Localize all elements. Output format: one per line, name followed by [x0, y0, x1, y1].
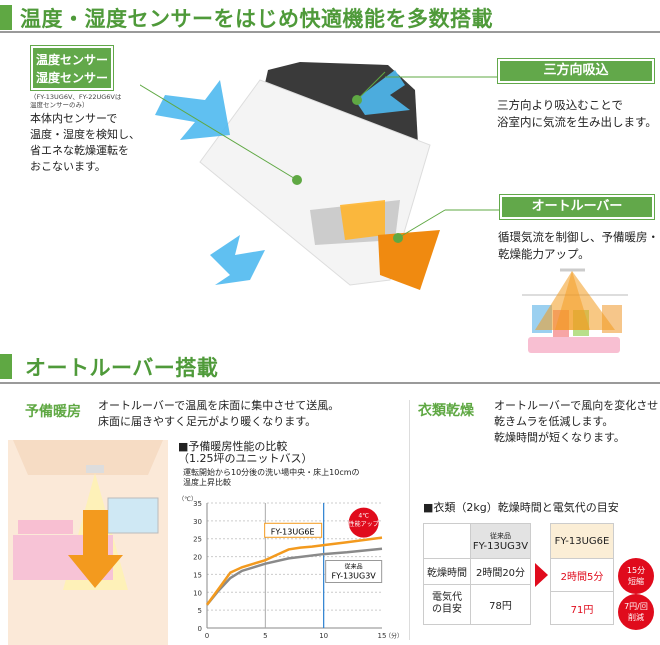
desc-line: 温度・湿度を検知し、 — [30, 128, 140, 141]
x-tick-label: 10 — [319, 632, 328, 640]
chart-subtitle: 温度上昇比較 — [183, 478, 231, 487]
old-time: 2時間20分 — [470, 558, 531, 585]
orange-arrow-icon — [68, 510, 123, 588]
y-tick-label: 30 — [193, 518, 202, 526]
new-time: 2時間5分 — [550, 558, 614, 592]
point-marker — [352, 95, 362, 105]
chart-title-line: （1.25坪のユニットバス） — [178, 452, 313, 465]
point-marker — [292, 175, 302, 185]
new-cost: 71円 — [550, 591, 614, 625]
y-tick-label: 25 — [193, 536, 202, 544]
louver-label: オートルーバー — [500, 195, 654, 219]
y-tick-label: 20 — [193, 554, 202, 562]
drying-label: 衣類乾燥 — [418, 403, 474, 419]
sensor-label-line: 湿度センサー — [35, 71, 108, 85]
leader-line — [140, 84, 298, 181]
sensor-description: 本体内センサーで 温度・湿度を検知し、 省エネな乾燥運転を おこないます。 — [30, 111, 140, 175]
chart-subtitle: 運転開始から10分後の洗い場中央・床上10cmの — [183, 468, 360, 477]
note-line: 温度センサーのみ） — [30, 101, 89, 109]
badge-text: 削減 — [628, 613, 644, 622]
intake-label: 三方向吸込 — [498, 59, 654, 83]
column-divider — [409, 400, 410, 640]
desc-line: 本体内センサーで — [30, 112, 118, 125]
bathroom-illustration — [8, 440, 168, 645]
x-tick-label: 5 — [263, 632, 267, 640]
old-cost: 78円 — [470, 583, 531, 626]
annotation-bubble — [348, 507, 379, 538]
badge-text: 7円/回 — [624, 602, 648, 611]
table-title: ■衣類（2kg）乾燥時間と電気代の目安 — [423, 501, 619, 514]
old-prefix: 従来品 — [490, 531, 511, 540]
time-saving-badge: 15分短縮 — [618, 558, 654, 594]
drying-description: オートルーバーで風向を変化させ 乾きムラを低減します。 乾燥時間が短くなります。 — [494, 398, 658, 446]
title-marker — [0, 354, 12, 379]
louver-description: 循環気流を制御し、予備暖房・ 乾燥能力アップ。 — [498, 229, 659, 263]
y-axis-label: （℃） — [178, 496, 197, 503]
sensor-label: 温度センサー 湿度センサー — [31, 46, 113, 90]
y-tick-label: 10 — [193, 589, 202, 597]
cost-saving-badge: 7円/回削減 — [618, 594, 654, 630]
y-tick-label: 35 — [193, 500, 202, 508]
drying-illustration — [522, 268, 628, 353]
legend-label-new: FY-13UG6E — [271, 527, 315, 536]
x-tick-label: 15 — [378, 632, 387, 640]
legend-box-old — [325, 560, 383, 583]
divider — [0, 31, 660, 33]
blue-arrow-icon — [210, 235, 265, 285]
x-axis-label: （分） — [385, 632, 403, 640]
desc-line: おこないます。 — [30, 160, 106, 173]
divider — [0, 382, 660, 384]
sensor-label-line: 温度センサー — [35, 53, 108, 67]
heating-description: オートルーバーで温風を床面に集中させて送風。 床面に届きやすく足元がより暖くなり… — [98, 398, 339, 430]
sensor-note: （FY-13UG6V、FY-22UG6Vは 温度センサーのみ） — [30, 93, 121, 109]
section1-title: 温度・湿度センサーをはじめ快適機能を多数搭載 — [20, 7, 493, 31]
row-label: 乾燥時間 — [423, 558, 471, 585]
desc-line: 床面に届きやすく足元がより暖くなります。 — [98, 415, 317, 428]
desc-line: 乾きムラを低減します。 — [494, 415, 614, 428]
annotation-text: 4℃ — [358, 512, 369, 519]
badge-text: 短縮 — [628, 577, 644, 586]
row-label: 電気代の目安 — [423, 583, 471, 626]
warm-air — [340, 200, 385, 240]
blue-arrow-icon — [155, 80, 230, 140]
desc-line: オートルーバーで温風を床面に集中させて送風。 — [98, 399, 340, 412]
badge-text: 15分 — [626, 566, 646, 575]
desc-line: 循環気流を制御し、予備暖房・ — [498, 230, 659, 244]
blue-arrow-icon — [355, 70, 410, 115]
desc-line: オートルーバーで風向を変化させ — [494, 399, 659, 412]
new-model-table: FY-13UG6E 2時間5分 71円 — [550, 523, 614, 625]
y-tick-label: 15 — [193, 571, 202, 579]
arrow-right-icon — [535, 563, 548, 587]
desc-line: 乾燥時間が短くなります。 — [494, 431, 625, 444]
intake-description: 三方向より吸込むことで 浴室内に気流を生み出します。 — [497, 97, 657, 131]
series-line — [206, 547, 383, 606]
orange-arrow-icon — [378, 230, 440, 290]
series-line — [205, 536, 383, 606]
desc-line: 乾燥能力アップ。 — [498, 247, 590, 261]
desc-line: 三方向より吸込むことで — [497, 98, 623, 112]
new-model-header: FY-13UG6E — [550, 523, 614, 559]
chart-title-line: ■予備暖房性能の比較 — [178, 440, 288, 453]
leader-lines — [385, 76, 500, 239]
chart-title: ■予備暖房性能の比較 （1.25坪のユニットバス） 運転開始から10分後の洗い場… — [178, 441, 360, 488]
y-tick-label: 5 — [198, 607, 202, 615]
heating-label: 予備暖房 — [25, 404, 81, 420]
legend-label-old: FY-13UG3V — [332, 572, 377, 581]
legend-box-new — [264, 522, 323, 538]
note-line: （FY-13UG6V、FY-22UG6Vは — [30, 93, 122, 101]
section2-title: オートルーバー搭載 — [25, 356, 219, 380]
annotation-text: 性能アップ — [349, 520, 379, 528]
product-illustration — [140, 62, 440, 290]
desc-line: 浴室内に気流を生み出します。 — [497, 115, 657, 129]
legend-prefix-old: 従来品 — [345, 563, 363, 571]
title-marker — [0, 5, 12, 30]
x-tick-label: 0 — [205, 632, 209, 640]
old-model: FY-13UG3V — [472, 540, 529, 552]
y-tick-label: 0 — [198, 625, 202, 633]
leader-line — [356, 71, 386, 101]
desc-line: 省エネな乾燥運転を — [30, 144, 129, 157]
